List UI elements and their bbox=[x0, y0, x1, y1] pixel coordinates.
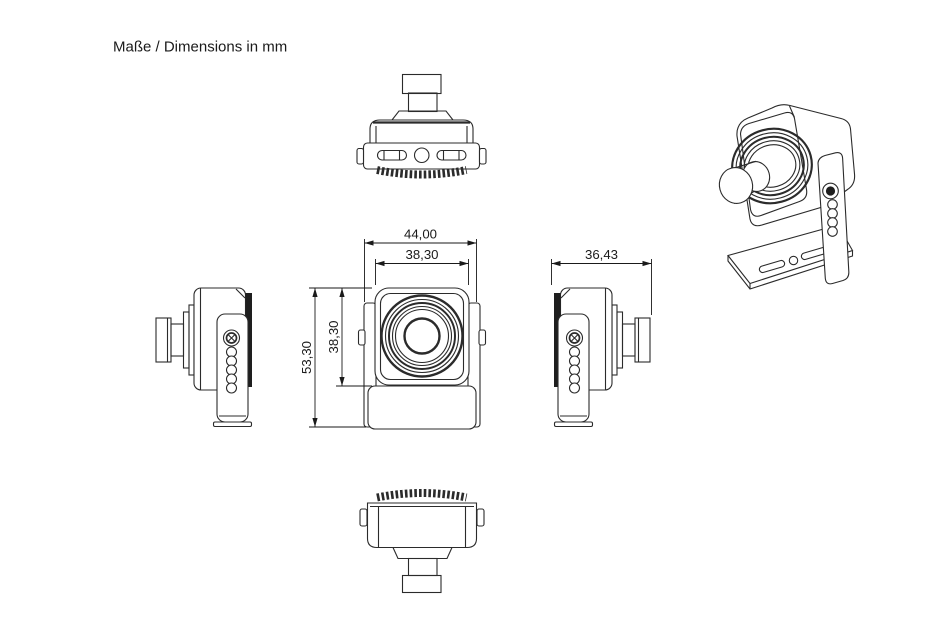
bottom-view bbox=[359, 489, 485, 594]
lens-front-bottom bbox=[401, 574, 442, 594]
knurled-teeth bbox=[376, 489, 468, 502]
camera-body-bottom bbox=[366, 502, 478, 549]
arrowhead bbox=[551, 260, 561, 267]
lens-aperture bbox=[403, 317, 441, 355]
perspective-view bbox=[718, 104, 856, 290]
rear-panel bbox=[245, 293, 252, 387]
arrowhead bbox=[312, 418, 318, 427]
dim-label-lens-face-height: 38,30 bbox=[326, 320, 341, 353]
dimension-overall-width: 44,00 bbox=[364, 227, 477, 302]
lens-front-side bbox=[155, 317, 172, 363]
lens-ring-outer bbox=[380, 294, 464, 378]
lens-barrel-top bbox=[407, 92, 438, 113]
arrowhead bbox=[467, 240, 477, 246]
dimension-overall-height: 53,30 bbox=[299, 287, 372, 428]
lens-mount-bottom bbox=[392, 546, 453, 560]
lens-front-top bbox=[401, 73, 442, 95]
lens-mount-side bbox=[188, 304, 195, 376]
arrowhead bbox=[339, 377, 345, 386]
dimension-depth: 36,43 bbox=[551, 247, 652, 315]
dim-label-overall-width: 44,00 bbox=[404, 227, 437, 242]
dimension-lens-face-width: 38,30 bbox=[375, 247, 469, 285]
dim-label-depth: 36,43 bbox=[585, 247, 618, 262]
dim-label-overall-height: 53,30 bbox=[299, 341, 314, 374]
base-slot-left bbox=[758, 259, 786, 274]
base-hole bbox=[788, 255, 799, 266]
arrowhead bbox=[364, 240, 374, 246]
lens-mount-top bbox=[390, 110, 455, 121]
top-view bbox=[356, 73, 487, 179]
arrowhead bbox=[375, 260, 385, 267]
mounting-slot-right bbox=[436, 149, 467, 161]
bracket-foot bbox=[212, 421, 253, 428]
side-screw-right bbox=[476, 508, 485, 527]
dimension-lens-face-height: 38,30 bbox=[326, 288, 372, 387]
mounting-slot-left bbox=[376, 149, 408, 161]
side-screw-right bbox=[478, 329, 487, 346]
side-screw-left bbox=[359, 508, 368, 527]
left-side-view bbox=[155, 287, 253, 428]
side-screw-left bbox=[357, 329, 366, 346]
arrowhead bbox=[339, 288, 345, 297]
lens-cap bbox=[718, 167, 754, 204]
page-title: Maße / Dimensions in mm bbox=[113, 39, 287, 56]
dim-label-lens-face-width: 38,30 bbox=[405, 247, 438, 262]
front-face bbox=[739, 111, 808, 217]
arrowhead bbox=[642, 260, 652, 267]
arrowhead bbox=[312, 288, 318, 297]
arrowhead bbox=[459, 260, 469, 267]
mounting-hole bbox=[413, 147, 430, 164]
lens-barrel-bottom bbox=[407, 557, 438, 577]
bracket-base-front bbox=[367, 385, 477, 430]
side-screw-left bbox=[356, 147, 365, 165]
right-side-view bbox=[553, 287, 651, 428]
camera-body-top bbox=[369, 119, 474, 143]
front-view bbox=[357, 287, 487, 430]
lens-barrel-side bbox=[170, 323, 185, 357]
mounting-plate-top bbox=[362, 142, 481, 170]
side-screw-right bbox=[478, 147, 487, 165]
knurled-teeth bbox=[376, 166, 468, 179]
